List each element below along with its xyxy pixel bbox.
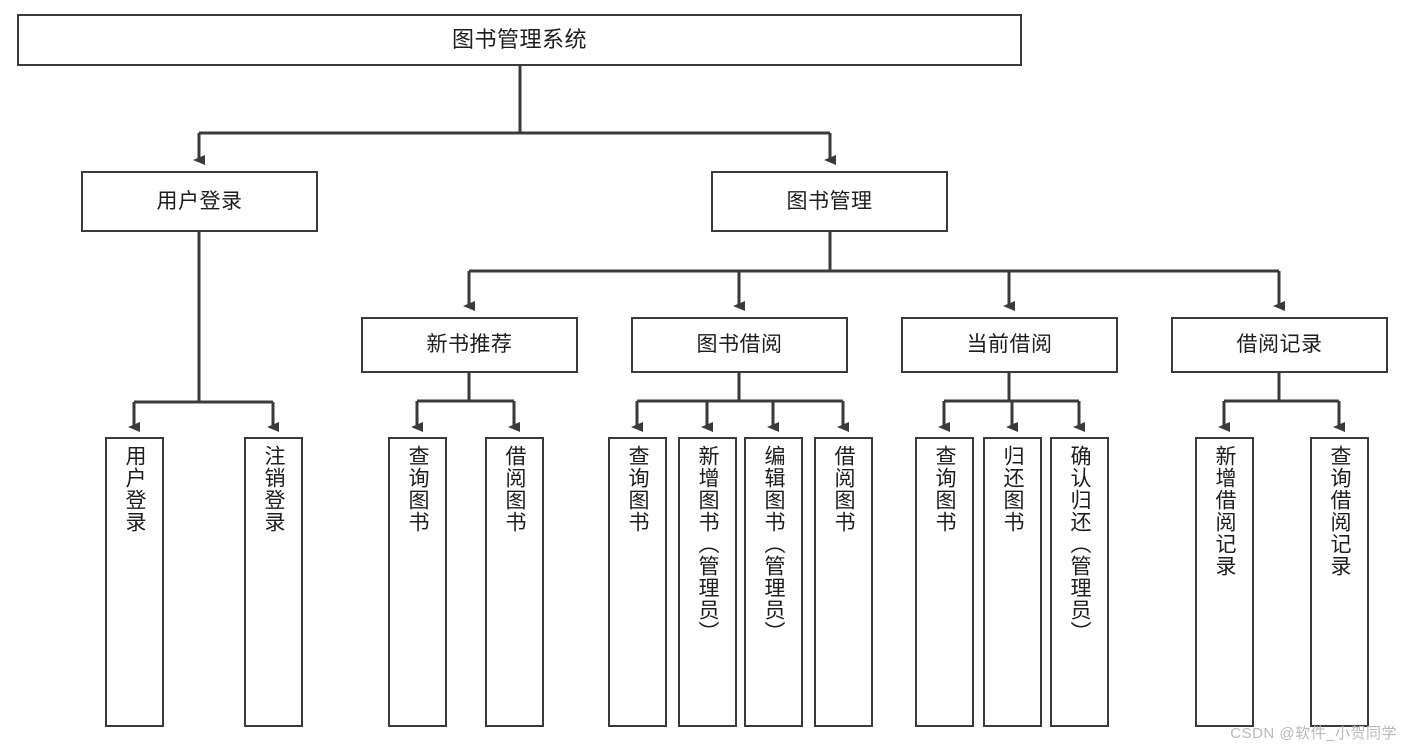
node-label: 图书管理 (786, 189, 873, 213)
node-label: 图书借阅 (696, 333, 783, 357)
node-label: 查询借阅记录 (1328, 445, 1351, 577)
node-label: 编辑图书（管理员） (762, 445, 785, 643)
node-label: 确认归还（管理员） (1068, 445, 1091, 643)
node-leaf-query-book-1[interactable]: 查询图书 (388, 437, 447, 727)
node-leaf-add-book[interactable]: 新增图书（管理员） (678, 437, 737, 727)
node-label: 新增借阅记录 (1213, 445, 1236, 577)
node-leaf-add-record[interactable]: 新增借阅记录 (1195, 437, 1254, 727)
node-leaf-return-book[interactable]: 归还图书 (983, 437, 1042, 727)
node-label: 用户登录 (156, 189, 243, 213)
node-root-book-management-system[interactable]: 图书管理系统 (17, 14, 1022, 66)
node-label: 借阅图书 (503, 445, 526, 533)
node-label: 查询图书 (933, 445, 956, 533)
node-leaf-edit-book[interactable]: 编辑图书（管理员） (744, 437, 803, 727)
node-label: 新增图书（管理员） (696, 445, 719, 643)
node-leaf-query-record[interactable]: 查询借阅记录 (1310, 437, 1369, 727)
node-label: 查询图书 (626, 445, 649, 533)
node-label: 当前借阅 (966, 333, 1053, 357)
node-borrow-record[interactable]: 借阅记录 (1171, 317, 1388, 373)
node-leaf-borrow-book-1[interactable]: 借阅图书 (485, 437, 544, 727)
node-leaf-user-logout[interactable]: 注销登录 (244, 437, 303, 727)
node-new-book-recommend[interactable]: 新书推荐 (361, 317, 578, 373)
node-label: 图书管理系统 (451, 26, 587, 52)
node-leaf-confirm-return[interactable]: 确认归还（管理员） (1050, 437, 1109, 727)
node-book-borrow[interactable]: 图书借阅 (631, 317, 848, 373)
node-label: 查询图书 (406, 445, 429, 533)
node-book-manage[interactable]: 图书管理 (711, 171, 948, 232)
node-label: 归还图书 (1001, 445, 1024, 533)
node-label: 借阅记录 (1236, 333, 1323, 357)
node-label: 新书推荐 (426, 333, 513, 357)
node-label: 借阅图书 (832, 445, 855, 533)
node-leaf-borrow-book-2[interactable]: 借阅图书 (814, 437, 873, 727)
node-current-borrow[interactable]: 当前借阅 (901, 317, 1118, 373)
node-user-login[interactable]: 用户登录 (81, 171, 318, 232)
node-label: 注销登录 (262, 445, 285, 533)
node-label: 用户登录 (123, 445, 146, 533)
node-leaf-query-book-2[interactable]: 查询图书 (608, 437, 667, 727)
node-leaf-user-login[interactable]: 用户登录 (105, 437, 164, 727)
watermark-text: CSDN @软件_小贺同学 (1230, 725, 1397, 742)
node-leaf-query-book-3[interactable]: 查询图书 (915, 437, 974, 727)
